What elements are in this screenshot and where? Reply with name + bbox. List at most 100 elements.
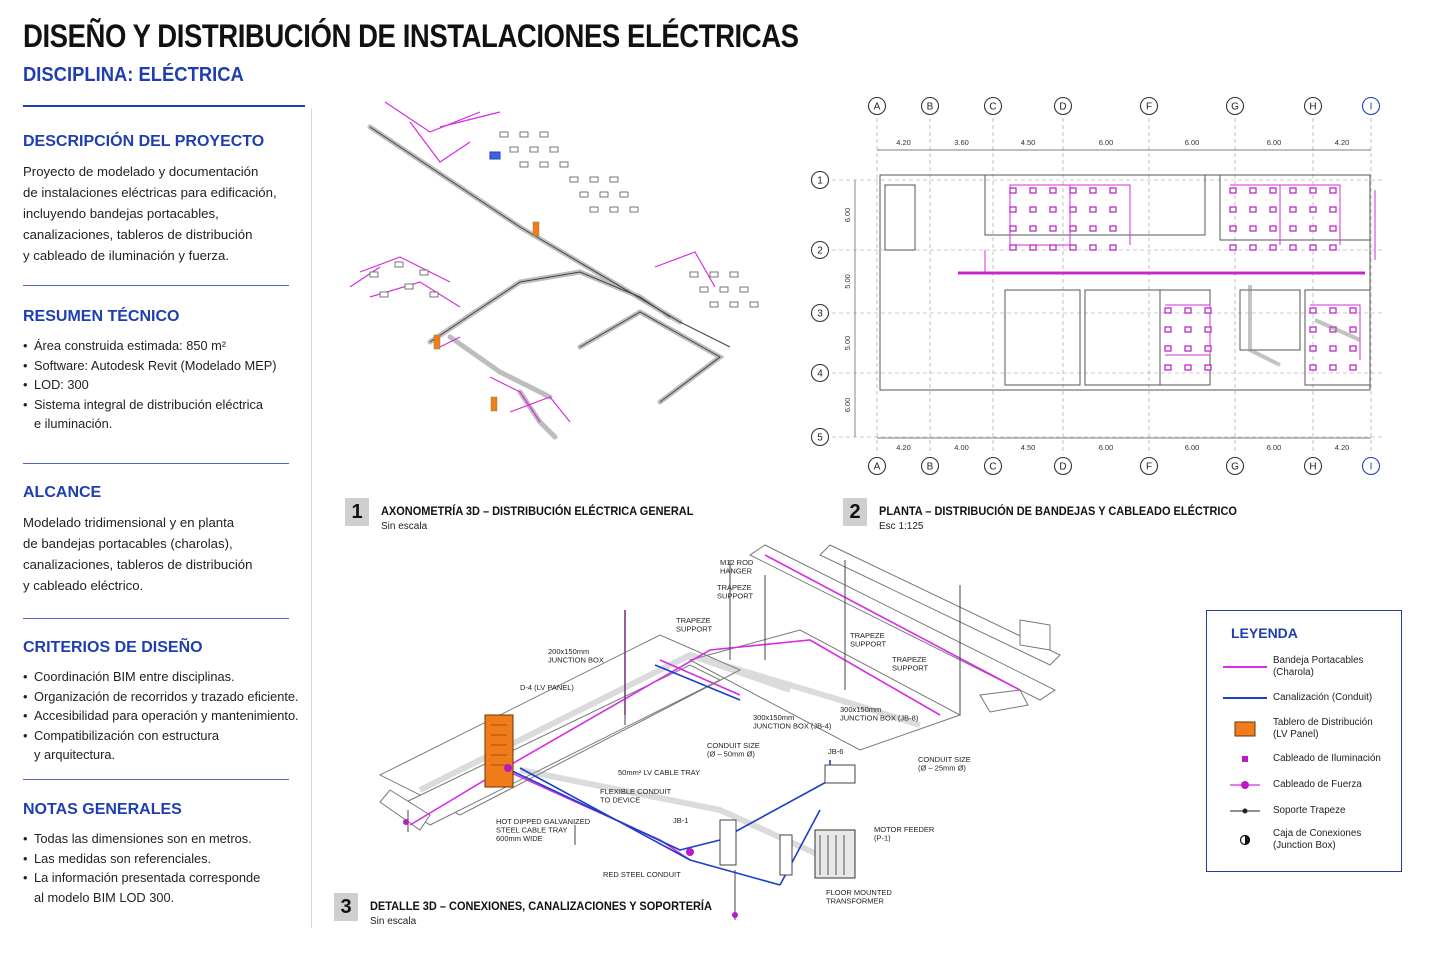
lighting-fixture [1089, 187, 1097, 194]
legend-panel: LEYENDA Bandeja Portacables (Charola) Ca… [1206, 610, 1402, 872]
list-item: LOD: 300 [23, 375, 308, 395]
section-title: ALCANCE [23, 484, 102, 501]
lighting-fixture [1329, 364, 1337, 371]
list-item: La información presentada corresponde al… [23, 868, 308, 907]
dimension-label: 3.60 [954, 138, 969, 147]
grid-axis-bubble [810, 170, 830, 190]
detail-callout-redsteel: RED STEEL CONDUIT [603, 870, 681, 879]
view-caption-1: 1 AXONOMETRÍA 3D – DISTRIBUCIÓN ELÉCTRIC… [345, 498, 728, 532]
grid-axis-bubble [1303, 96, 1323, 116]
grid-axis-label: C [989, 462, 996, 473]
grid-axis-label: 4 [817, 369, 823, 380]
detail-callout-jb6: JB-6 [828, 747, 843, 756]
section-rule [23, 285, 289, 286]
lighting-fixture [1229, 187, 1237, 194]
dimension-label: 4.20 [1335, 138, 1350, 147]
lighting-fixture [1089, 206, 1097, 213]
grid-axis-label: H [1309, 102, 1316, 113]
view-caption-2: 2 PLANTA – DISTRIBUCIÓN DE BANDEJAS Y CA… [843, 498, 1277, 532]
view-number: 1 [345, 498, 369, 526]
dimension-label: 5.00 [843, 274, 852, 289]
grid-axis-bubble [1139, 456, 1159, 476]
view-number: 3 [334, 893, 358, 921]
grid-axis-bubble [810, 427, 830, 447]
legend-item-conduit: Canalización (Conduit) [1221, 690, 1372, 706]
detail-callout-lvpanel: D-4 (LV PANEL) [520, 683, 574, 692]
lighting-fixture [1309, 307, 1317, 314]
lighting-fixture [1309, 187, 1317, 194]
legend-item-power: Cableado de Fuerza [1221, 777, 1362, 793]
legend-item-trapeze: Soporte Trapeze [1221, 803, 1345, 819]
dimension-label: 6.00 [843, 398, 852, 413]
lighting-fixture [1249, 225, 1257, 232]
lighting-fixture [1029, 206, 1037, 213]
lighting-fixture [1329, 225, 1337, 232]
view-caption-3: 3 DETALLE 3D – CONEXIONES, CANALIZACIONE… [334, 893, 750, 927]
list-item: Organización de recorridos y trazado efi… [23, 687, 308, 707]
section-notas: NOTAS GENERALES Todas las dimensiones so… [23, 801, 308, 907]
view-number: 2 [843, 498, 867, 526]
lighting-fixture [1349, 364, 1357, 371]
list-item: Todas las dimensiones son en metros. [23, 829, 308, 849]
section-alcance: ALCANCE Modelado tridimensional y en pla… [23, 484, 308, 596]
lighting-fixture [1309, 345, 1317, 352]
section-title: NOTAS GENERALES [23, 801, 182, 818]
grid-axis-bubble [1361, 96, 1381, 116]
page-title: DISEÑO Y DISTRIBUCIÓN DE INSTALACIONES E… [23, 18, 799, 54]
dimension-label: 6.00 [843, 208, 852, 223]
power-circle-icon [1221, 777, 1269, 793]
lighting-fixture [1109, 225, 1117, 232]
legend-title: LEYENDA [1231, 625, 1298, 641]
list-item: Compatibilización con estructura y arqui… [23, 726, 308, 765]
section-rule [23, 463, 289, 464]
legend-label: Soporte Trapeze [1273, 805, 1346, 816]
lighting-fixture [1329, 307, 1337, 314]
grid-axis-label: B [927, 462, 934, 473]
grid-axis-label: 5 [817, 433, 823, 444]
lighting-square-icon [1221, 751, 1269, 767]
grid-axis-label: 2 [817, 246, 823, 257]
lighting-fixture [1269, 225, 1277, 232]
legend-item-junction: Caja de Conexiones (Junction Box) [1221, 828, 1361, 852]
grid-axis-bubble [1139, 96, 1159, 116]
lighting-fixture [1184, 326, 1192, 333]
lighting-fixture [1089, 244, 1097, 251]
view-scale: Sin escala [381, 521, 428, 532]
lighting-fixture [1309, 326, 1317, 333]
grid-axis-label: 3 [817, 309, 823, 320]
legend-label: Caja de Conexiones (Junction Box) [1273, 828, 1362, 851]
legend-label: Canalización (Conduit) [1273, 692, 1373, 703]
legend-label: Cableado de Iluminación [1273, 753, 1381, 764]
tray-line-icon [1221, 659, 1269, 675]
lighting-fixture [1184, 364, 1192, 371]
section-rule [23, 618, 289, 619]
legend-label: Cableado de Fuerza [1273, 779, 1362, 790]
list-item: Coordinación BIM entre disciplinas. [23, 667, 308, 687]
grid-axis-label: D [1059, 462, 1066, 473]
lighting-fixture [1309, 206, 1317, 213]
lighting-fixture [1349, 307, 1357, 314]
section-title: CRITERIOS DE DISEÑO [23, 639, 203, 656]
lighting-fixture [1109, 244, 1117, 251]
trapeze-support-icon [1221, 803, 1269, 819]
dimension-label: 4.20 [896, 138, 911, 147]
section-descripcion: DESCRIPCIÓN DEL PROYECTO Proyecto de mod… [23, 133, 308, 266]
grid-axis-bubble [810, 240, 830, 260]
lighting-fixture [1204, 345, 1212, 352]
grid-axis-label: 1 [817, 176, 823, 187]
grid-axis-bubble [1053, 456, 1073, 476]
lighting-fixture [1029, 187, 1037, 194]
grid-axis-bubble [867, 456, 887, 476]
grid-axis-label: D [1059, 102, 1066, 113]
detail-callout-tray50: 50mm² LV CABLE TRAY [618, 768, 700, 777]
lighting-fixture [1249, 206, 1257, 213]
lighting-fixture [1329, 187, 1337, 194]
lighting-fixture [1229, 225, 1237, 232]
